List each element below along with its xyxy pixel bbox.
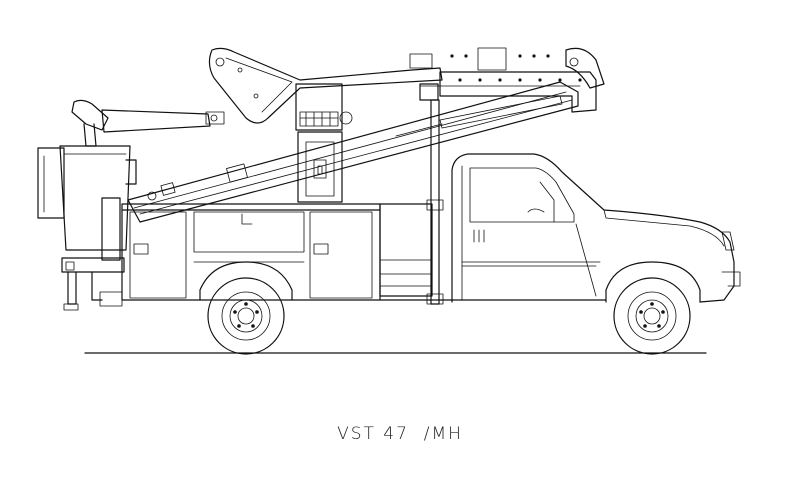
rear-outrigger	[61, 257, 125, 311]
boom-tip-head	[409, 47, 605, 113]
upper-boom	[208, 47, 443, 125]
model-caption: VST 47 /MH	[337, 424, 463, 444]
truck-cab	[379, 153, 741, 303]
front-wheel	[613, 277, 691, 355]
lower-boom	[127, 81, 579, 223]
turret-pedestal	[295, 83, 343, 203]
bucket-platform	[37, 99, 225, 261]
service-body	[121, 203, 433, 301]
boom-rest-post	[419, 83, 444, 305]
rear-wheel	[207, 277, 285, 355]
